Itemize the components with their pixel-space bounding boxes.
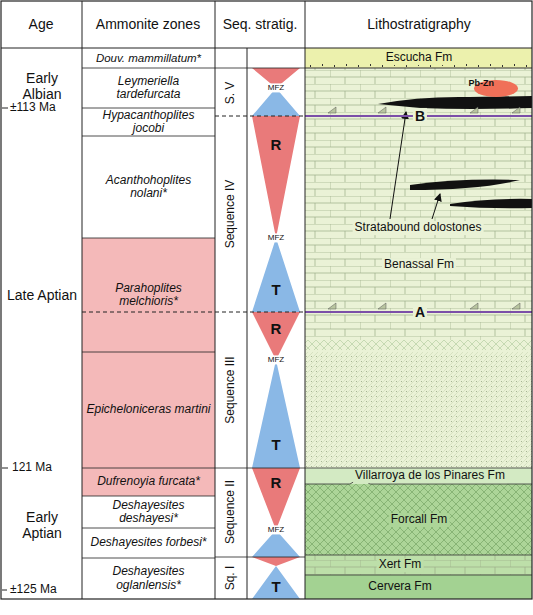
- zone-name: Deshayesites deshayesi*: [86, 499, 211, 525]
- sequence-name: Sequence III: [224, 356, 238, 423]
- column-header: Ammonite zones: [93, 16, 203, 32]
- dolostone-lens: [410, 180, 520, 190]
- zone-name: Dufrenoyia furcata*: [97, 475, 200, 488]
- unconformity: [305, 67, 532, 68]
- column-header: Lithostratigraphy: [367, 16, 471, 32]
- zone-fill: [82, 238, 215, 496]
- zone-name: Leymeriella tardefurcata: [86, 75, 211, 101]
- ammonite-zone: Leymeriella tardefurcata: [82, 68, 215, 108]
- age-name: Early Aptian: [6, 509, 78, 541]
- regressive-triangle: [252, 68, 300, 566]
- formation: Benassal Fm Pb-Zn: [305, 68, 532, 468]
- formation: Villarroya de los Pinares Fm: [305, 468, 532, 484]
- escucha-fill: [305, 48, 532, 68]
- leader-arrow: [390, 112, 406, 219]
- formation: Forcall Fm: [305, 484, 532, 555]
- zone-name: Deshayesites oglanlensis*: [86, 565, 211, 591]
- formation-name: Forcall Fm: [389, 513, 450, 527]
- sequence-name: Sequence II: [224, 480, 238, 544]
- cervera-fill: [305, 575, 532, 599]
- grid-lines: [1, 1, 532, 599]
- ammonite-zone: Hypacanthoplites jocobi: [82, 108, 215, 136]
- marl-band: [305, 340, 532, 350]
- trend-letter: R: [271, 320, 282, 337]
- sequence-name: Sequence IV: [224, 180, 238, 249]
- formation: Escucha Fm: [305, 48, 532, 68]
- trend-letter: R: [271, 474, 282, 491]
- formation-name: Cervera Fm: [366, 580, 433, 594]
- litho-fills: [305, 48, 532, 599]
- zone-name: Acanthohoplites nolani*: [86, 174, 211, 200]
- leader-arrow: [432, 194, 440, 219]
- age-value: ±125 Ma: [10, 583, 57, 597]
- key-surface-line: [305, 116, 532, 312]
- dolostones: [378, 96, 532, 219]
- ammonite-zone: Deshayesites oglanlensis*: [82, 558, 215, 599]
- table-border: [1, 1, 532, 599]
- ammonite-zone: Epicheloniceras martini: [82, 352, 215, 468]
- sequence-boundary: [82, 116, 305, 312]
- zone-name: Parahoplites melchioris*: [86, 282, 211, 308]
- formation-name: Escucha Fm: [384, 51, 455, 65]
- mfz-label: MFZ: [266, 83, 286, 92]
- trend-letter: T: [271, 281, 280, 298]
- key-surfaces: [305, 107, 532, 312]
- age-value: ±113 Ma: [10, 101, 56, 115]
- mfz-label: MFZ: [266, 525, 286, 534]
- limestone-pattern: [305, 68, 532, 340]
- unconformity-dots: [310, 65, 527, 66]
- callout-label: Stratabound dolostones: [353, 221, 484, 235]
- xert-fill: [305, 555, 532, 575]
- benassal-fill: [305, 68, 532, 468]
- ammonite-zone: Parahoplites melchioris*: [82, 238, 215, 352]
- zone-lines: [82, 68, 305, 558]
- age-value: 121 Ma: [12, 461, 52, 475]
- zone-fills: [82, 238, 215, 496]
- forcall-pattern: [305, 484, 532, 555]
- zone-name: Epicheloniceras martini: [86, 403, 210, 416]
- ammonite-zone: Deshayesites forbesi*: [82, 528, 215, 558]
- grid: [1, 1, 532, 599]
- formation-boundaries: [305, 468, 532, 575]
- age-name: Early Albian: [6, 70, 78, 102]
- villarroya-fill: [305, 468, 532, 484]
- sequence-triangles: [252, 68, 300, 599]
- marl-pattern: [305, 352, 532, 468]
- ammonite-zone: Dufrenoyia furcata*: [82, 468, 215, 496]
- ammonite-zone: Douv. mammillatum*: [82, 48, 215, 68]
- column-header: Age: [29, 16, 54, 32]
- mfz-label: MFZ: [266, 355, 286, 364]
- transgressive-triangle: [252, 88, 300, 599]
- ore-label: Pb-Zn: [467, 78, 497, 88]
- xert-pattern: [305, 555, 532, 575]
- ammonite-zone: Acanthohoplites nolani*: [82, 136, 215, 238]
- formation: Cervera Fm: [305, 575, 532, 599]
- formation-name: Benassal Fm: [382, 258, 456, 272]
- ore-deposit: Pb-Zn: [474, 80, 518, 97]
- fossil-symbol: [328, 107, 520, 309]
- dolostone-lens: [378, 96, 532, 109]
- forcall-fill: [305, 484, 532, 555]
- ammonite-zone: Deshayesites deshayesi*: [82, 496, 215, 528]
- sequence-name: Sq. I: [224, 566, 238, 591]
- formation: Xert Fm: [305, 555, 532, 575]
- column-header: Seq. stratig.: [220, 16, 300, 32]
- trend-letter: T: [271, 578, 280, 595]
- sequence-name: S. V: [224, 82, 238, 105]
- trend-letter: T: [271, 436, 280, 453]
- surface-letter: A: [413, 304, 427, 320]
- formation-name: Xert Fm: [377, 558, 424, 572]
- age-name: Late Aptian: [6, 287, 78, 303]
- zone-name: Deshayesites forbesi*: [90, 536, 206, 549]
- formation-name: Villarroya de los Pinares Fm: [353, 469, 507, 483]
- dolostone-lens: [450, 199, 532, 208]
- surface-letter: B: [413, 108, 427, 124]
- mfz-label: MFZ: [266, 233, 286, 242]
- age-tick: [2, 108, 8, 590]
- zone-name: Hypacanthoplites jocobi: [86, 109, 211, 135]
- trend-letter: R: [271, 136, 282, 153]
- zone-name: Douv. mammillatum*: [96, 52, 201, 65]
